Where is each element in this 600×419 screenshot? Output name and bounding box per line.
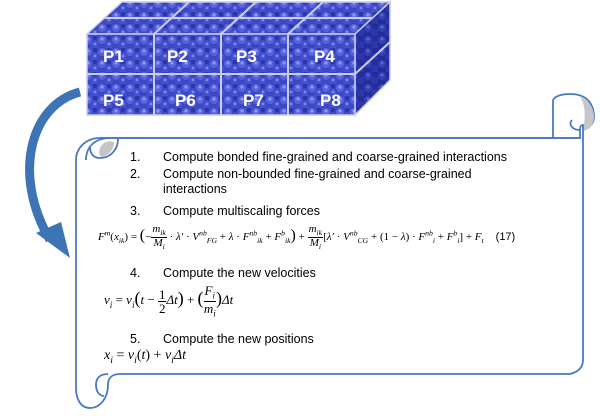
equation-position: xi = vi(t) + viΔt	[104, 348, 186, 366]
partition-cube: P1 P2 P3 P4 P5 P6 P7 P8	[87, 2, 390, 115]
partition-label-p6: P6	[175, 91, 196, 110]
step-2: 2. Compute non-bounded fine-grained and …	[130, 167, 560, 197]
equation-number: (17)	[496, 231, 516, 243]
partition-label-p7: P7	[243, 91, 264, 110]
step-4-number: 4.	[130, 266, 163, 281]
step-3: 3.Compute multiscaling forces	[130, 204, 560, 219]
partition-label-p2: P2	[167, 47, 188, 66]
partition-label-p1: P1	[103, 47, 124, 66]
step-3-number: 3.	[130, 204, 163, 219]
step-5-number: 5.	[130, 332, 163, 347]
step-1-number: 1.	[130, 150, 163, 165]
step-5: 5.Compute the new positions	[130, 332, 560, 347]
step-3-text: Compute multiscaling forces	[163, 204, 320, 218]
step-1: 1.Compute bonded fine-grained and coarse…	[130, 150, 560, 165]
step-4-text: Compute the new velocities	[163, 266, 316, 280]
partition-label-p4: P4	[314, 47, 335, 66]
step-4: 4.Compute the new velocities	[130, 266, 560, 281]
step-5-text: Compute the new positions	[163, 332, 314, 346]
partition-label-p3: P3	[236, 47, 257, 66]
curved-arrow	[30, 92, 80, 258]
partition-label-p8: P8	[320, 91, 341, 110]
partition-label-p5: P5	[103, 91, 124, 110]
step-1-text: Compute bonded fine-grained and coarse-g…	[163, 150, 507, 164]
step-2-text: Compute non-bounded fine-grained and coa…	[163, 167, 538, 197]
step-2-number: 2.	[130, 167, 163, 197]
